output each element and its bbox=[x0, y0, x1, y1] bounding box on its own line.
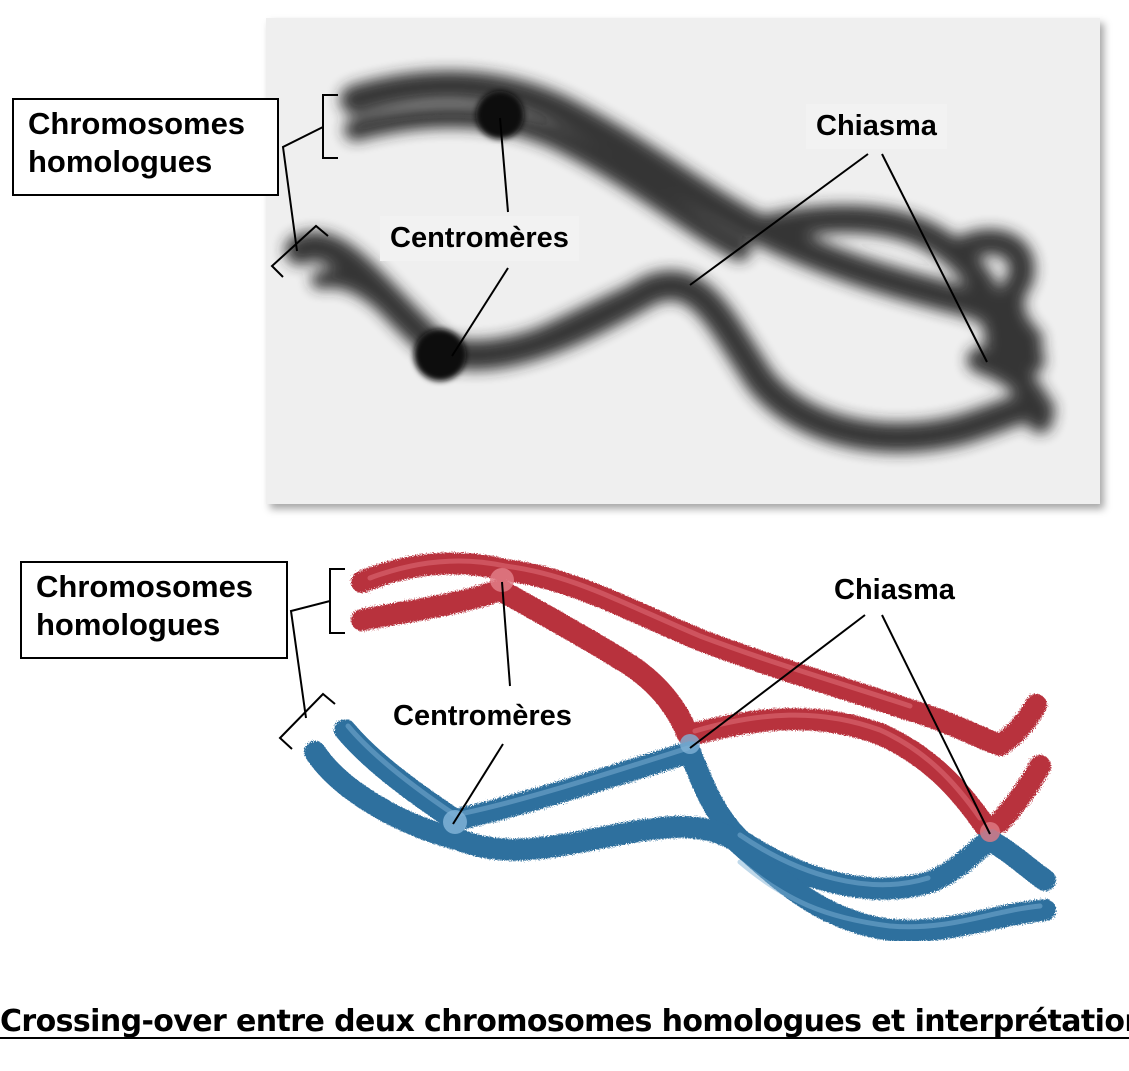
drawing-bracket-lower bbox=[278, 692, 336, 750]
micrograph-chiasma-label: Chiasma bbox=[806, 104, 947, 149]
drawing-chiasma-left bbox=[680, 734, 700, 754]
micrograph-annotations bbox=[270, 94, 988, 363]
blue-highlights bbox=[345, 723, 1043, 930]
micrograph bbox=[266, 18, 1100, 504]
micrograph-chiasma-leader-left bbox=[689, 153, 869, 286]
drawing-homologues-line2: homologues bbox=[36, 607, 221, 642]
micrograph-centromeres-label: Centromères bbox=[380, 216, 579, 261]
drawing-homologues-line1: Chromosomes bbox=[36, 569, 254, 604]
drawing-centromeres-label: Centromères bbox=[383, 694, 582, 739]
drawing-centromere-red bbox=[490, 568, 514, 592]
drawing-bracket-upper bbox=[329, 568, 345, 634]
micrograph-homologues-line2: homologues bbox=[28, 144, 213, 179]
drawing-chiasma-leader-right bbox=[881, 614, 991, 835]
micrograph-homologues-label: Chromosomes homologues bbox=[12, 98, 279, 196]
drawing-bracket-connector bbox=[289, 600, 331, 719]
drawing-chiasma-leader-left bbox=[689, 614, 866, 749]
drawing-homologues-label: Chromosomes homologues bbox=[20, 561, 288, 659]
figure-caption: Crossing-over entre deux chromosomes hom… bbox=[0, 1004, 1129, 1039]
micrograph-centromere-leader-upper bbox=[499, 117, 509, 213]
drawing-annotations bbox=[278, 568, 991, 835]
micrograph-centromere-leader-lower bbox=[451, 267, 509, 357]
micrograph-bracket-connector bbox=[281, 126, 324, 252]
micrograph-chiasma-leader-right bbox=[881, 153, 988, 363]
red-highlights bbox=[367, 558, 983, 821]
drawing bbox=[304, 552, 1056, 942]
micrograph-centromere-upper bbox=[476, 91, 524, 139]
micrograph-homologues-line1: Chromosomes bbox=[28, 106, 246, 141]
micrograph-bracket-lower bbox=[270, 224, 329, 278]
drawing-chiasma-label: Chiasma bbox=[834, 574, 955, 606]
drawing-centromere-leader-lower bbox=[452, 743, 504, 825]
micrograph-bracket-upper bbox=[322, 94, 338, 159]
micrograph-chromatin bbox=[285, 70, 1055, 453]
drawing-centromere-leader-upper bbox=[501, 581, 511, 687]
micrograph-centromere-lower bbox=[414, 329, 466, 381]
